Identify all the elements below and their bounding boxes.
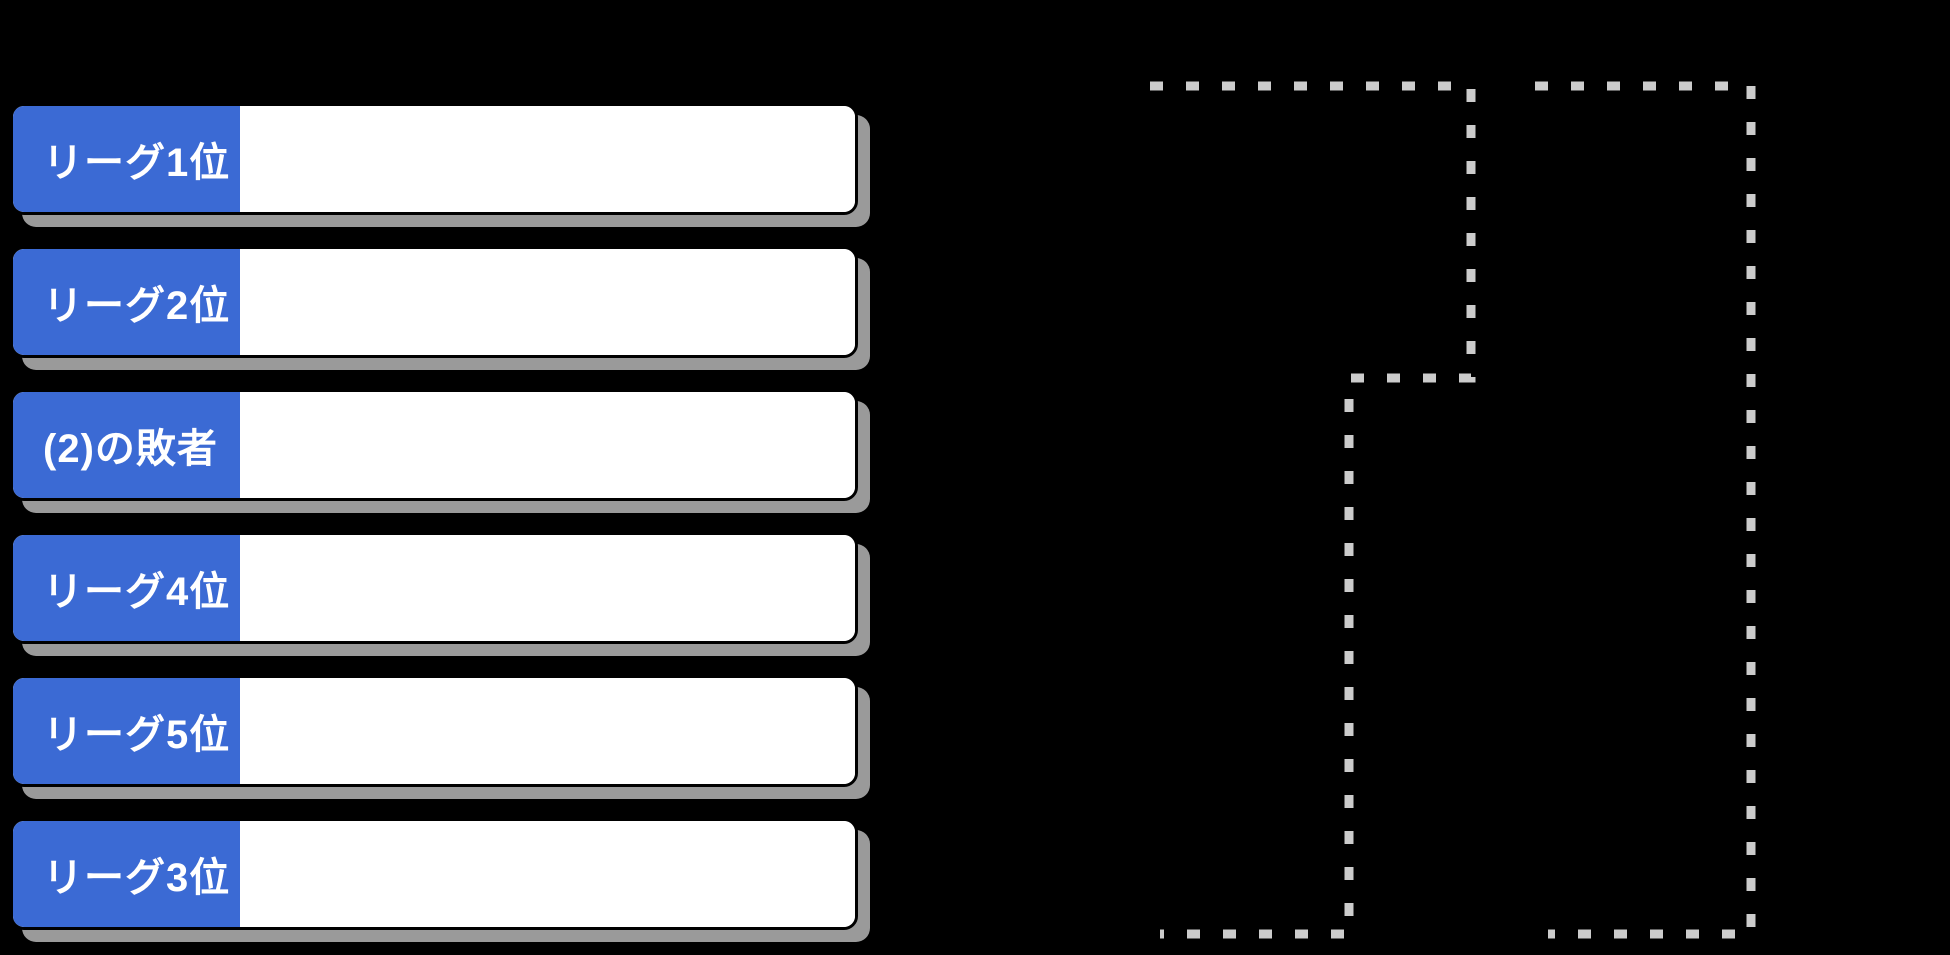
slot-league-5th: リーグ5位 [10,675,858,787]
slot-label-text: リーグ4位 [43,570,231,614]
slot-label-league-3rd: リーグ3位 [13,821,240,927]
slot-label-league-4th: リーグ4位 [13,535,240,641]
slot-blank-field [240,106,855,212]
slot-league-1st: リーグ1位 [10,103,858,215]
slot-blank-field [240,249,855,355]
slot-blank-field [240,678,855,784]
slot-label-league-5th: リーグ5位 [13,678,240,784]
slot-label-text: (2)の敗者 [43,427,218,471]
slot-league-3rd: リーグ3位 [10,818,858,930]
slot-label-loser-of-match-2: (2)の敗者 [13,392,240,498]
slot-label-league-2nd: リーグ2位 [13,249,240,355]
slot-league-4th: リーグ4位 [10,532,858,644]
dashed-winner-path-left [1150,81,1476,939]
slot-label-text: リーグ2位 [43,284,231,328]
slot-loser-of-match-2: (2)の敗者 [10,389,858,501]
slot-blank-field [240,821,855,927]
slot-label-league-1st: リーグ1位 [13,106,240,212]
slot-league-2nd: リーグ2位 [10,246,858,358]
slot-blank-field [240,535,855,641]
slot-label-text: リーグ5位 [43,713,231,757]
slot-label-text: リーグ3位 [43,856,231,900]
dashed-winner-path-right [1535,81,1756,939]
slot-label-text: リーグ1位 [43,141,231,185]
slot-blank-field [240,392,855,498]
